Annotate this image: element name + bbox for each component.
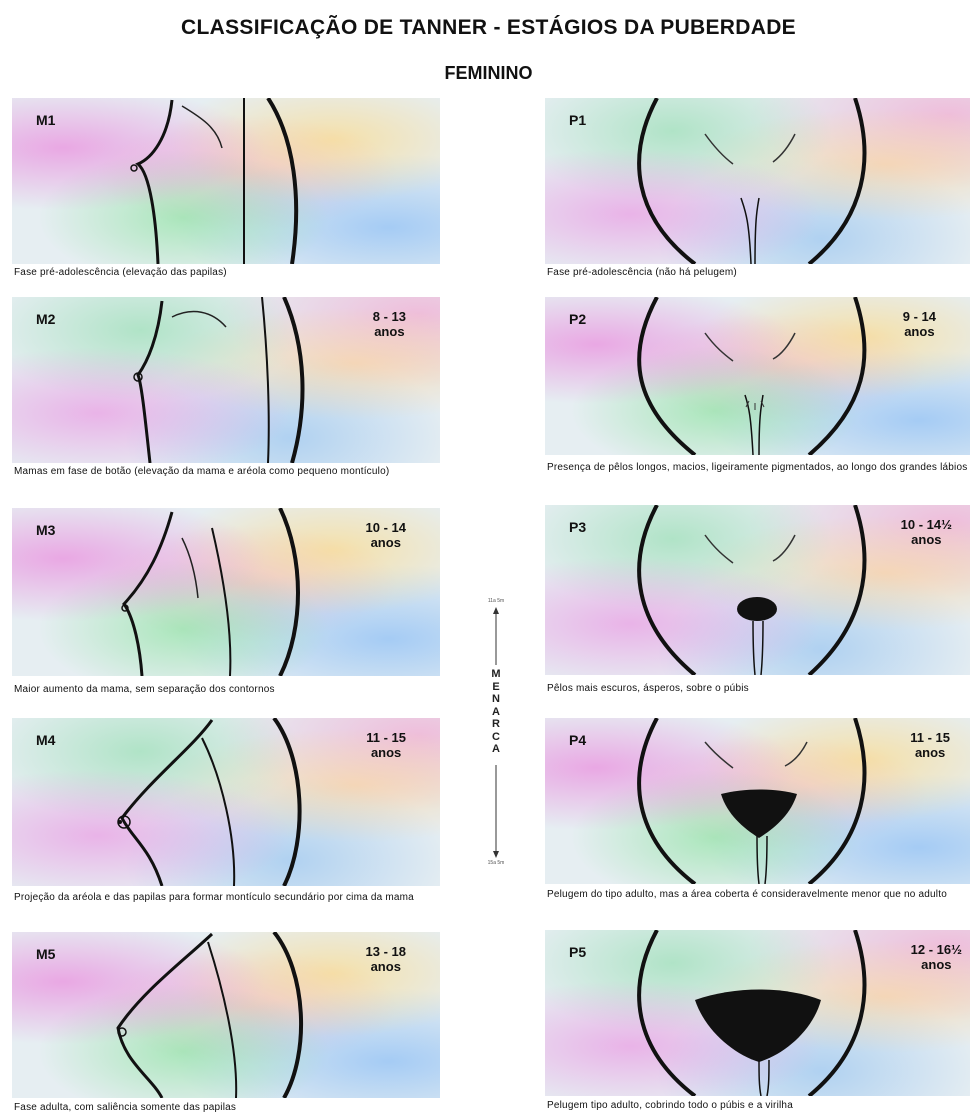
stage-label: P1 [569, 112, 586, 128]
stage-caption-p4: Pelugem do tipo adulto, mas a área cober… [547, 889, 970, 900]
stage-label: P3 [569, 519, 586, 535]
stage-label: M1 [36, 112, 55, 128]
stage-caption-p3: Pêlos mais escuros, ásperos, sobre o púb… [547, 683, 970, 694]
page-subtitle: FEMININO [0, 63, 977, 84]
stage-panel-p1: P1 [545, 98, 970, 264]
stage-label: P2 [569, 311, 586, 327]
age-range: 11 - 15 anos [910, 730, 950, 760]
pubic-figure-p1 [545, 98, 970, 264]
stage-caption-m5: Fase adulta, com saliência somente das p… [14, 1102, 440, 1113]
stage-panel-p5: P5 12 - 16½ anos [545, 930, 970, 1096]
pubic-figure-p5 [545, 930, 970, 1096]
menarca-end-label: 15a 5m [476, 860, 516, 866]
stage-panel-m4: M4 11 - 15 anos [12, 718, 440, 886]
age-range: 9 - 14 anos [903, 309, 936, 339]
stage-label: M2 [36, 311, 55, 327]
stage-caption-p1: Fase pré-adolescência (não há pelugem) [547, 267, 970, 278]
stage-label: P4 [569, 732, 586, 748]
stage-panel-m1: M1 [12, 98, 440, 264]
age-range: 12 - 16½ anos [911, 942, 962, 972]
age-range: 10 - 14 anos [366, 520, 406, 550]
age-range: 10 - 14½ anos [901, 517, 952, 547]
stage-caption-m3: Maior aumento da mama, sem separação dos… [14, 684, 440, 695]
breast-figure-m1 [12, 98, 440, 264]
stage-label: M5 [36, 946, 55, 962]
age-range: 11 - 15 anos [366, 730, 406, 760]
stage-label: M4 [36, 732, 55, 748]
age-range: 8 - 13 anos [373, 309, 406, 339]
menarca-start-label: 11a 5m [476, 598, 516, 604]
stage-panel-m5: M5 13 - 18 anos [12, 932, 440, 1098]
menarca-label: M E N A R C A [490, 668, 502, 756]
stage-panel-m2: M2 8 - 13 anos [12, 297, 440, 463]
stage-caption-p2: Presença de pêlos longos, macios, ligeir… [547, 462, 970, 473]
stage-label: P5 [569, 944, 586, 960]
stage-panel-m3: M3 10 - 14 anos [12, 508, 440, 676]
stage-label: M3 [36, 522, 55, 538]
stage-panel-p4: P4 11 - 15 anos [545, 718, 970, 884]
stage-caption-m4: Projeção da aréola e das papilas para fo… [14, 892, 440, 903]
stage-caption-m1: Fase pré-adolescência (elevação das papi… [14, 267, 440, 278]
stage-caption-m2: Mamas em fase de botão (elevação da mama… [14, 466, 440, 477]
stage-panel-p2: P2 9 - 14 anos [545, 297, 970, 455]
age-range: 13 - 18 anos [366, 944, 406, 974]
stage-panel-p3: P3 10 - 14½ anos [545, 505, 970, 675]
page-title: CLASSIFICAÇÃO DE TANNER - ESTÁGIOS DA PU… [0, 16, 977, 40]
pubic-figure-p4 [545, 718, 970, 884]
stage-caption-p5: Pelugem tipo adulto, cobrindo todo o púb… [547, 1100, 970, 1111]
